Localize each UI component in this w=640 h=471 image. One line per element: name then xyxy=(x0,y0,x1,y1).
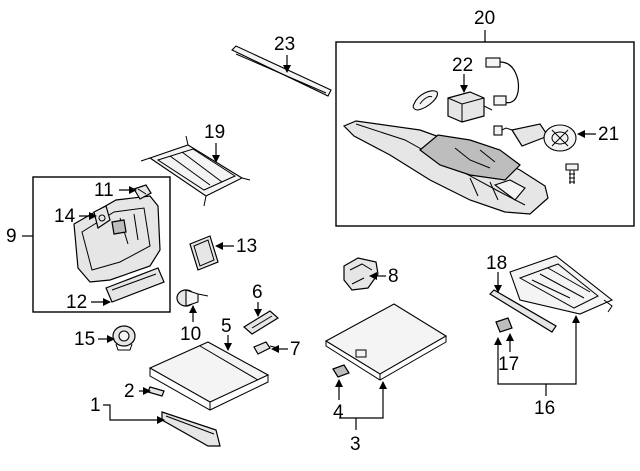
part-2-clip xyxy=(147,386,165,397)
part-14-bracket xyxy=(93,205,111,229)
leader-3 xyxy=(355,381,387,430)
part-23-trim-strip xyxy=(231,45,332,97)
callout-4: 4 xyxy=(333,402,344,423)
callout-19: 19 xyxy=(204,122,225,143)
part-5-load-floor xyxy=(148,341,270,411)
group-box-9 xyxy=(32,176,171,313)
callout-2: 2 xyxy=(124,381,135,402)
part-18-trim-bar xyxy=(489,289,557,333)
callout-23: 23 xyxy=(274,34,295,55)
callout-13: 13 xyxy=(236,236,257,257)
callout-12: 12 xyxy=(66,292,87,313)
callout-17: 17 xyxy=(498,354,519,375)
callout-20: 20 xyxy=(474,8,495,29)
part-6-retainer xyxy=(242,310,280,335)
part-bolt xyxy=(565,163,579,184)
part-19-cargo-net xyxy=(140,135,251,207)
part-13-cover xyxy=(189,235,219,271)
part-9-quarter-trim-panel xyxy=(73,195,161,283)
leader-16b xyxy=(494,337,546,385)
callout-7: 7 xyxy=(290,339,301,360)
part-10-cap xyxy=(176,289,209,307)
callout-10: 10 xyxy=(180,324,201,345)
part-21-motor xyxy=(493,123,577,152)
part-22-control-module xyxy=(447,91,493,123)
leader-1 xyxy=(103,404,165,424)
part-12-sill-plate xyxy=(105,267,165,303)
part-17-stopper xyxy=(495,317,513,333)
part-wire-harness xyxy=(485,57,520,106)
callout-15: 15 xyxy=(74,329,95,350)
callout-14: 14 xyxy=(54,206,76,227)
part-4-block xyxy=(332,364,350,378)
callout-8: 8 xyxy=(388,266,399,287)
part-22-loop-clip xyxy=(412,90,438,111)
callout-22: 22 xyxy=(452,55,473,76)
part-3-cargo-floor xyxy=(324,303,448,381)
leader-16 xyxy=(545,315,580,396)
callout-3: 3 xyxy=(350,434,361,455)
part-15-grommet xyxy=(112,325,136,351)
part-16-tonneau-cover xyxy=(509,255,614,315)
part-1-sill-strip xyxy=(161,411,221,447)
callout-1: 1 xyxy=(90,395,101,416)
leader-lines xyxy=(22,30,596,430)
part-7-clip xyxy=(253,341,279,355)
callout-9: 9 xyxy=(6,226,17,247)
callout-6: 6 xyxy=(252,282,263,303)
callout-labels: 23 20 22 21 19 11 14 9 13 12 8 6 10 5 7 … xyxy=(6,8,619,455)
callout-11: 11 xyxy=(94,180,114,201)
part-8-bracket xyxy=(343,257,379,291)
callout-16: 16 xyxy=(534,398,555,419)
callout-21: 21 xyxy=(598,124,619,145)
callout-5: 5 xyxy=(221,316,232,337)
part-11-clip xyxy=(133,184,152,200)
callout-18: 18 xyxy=(486,253,507,274)
part-20-side-console xyxy=(342,120,549,215)
